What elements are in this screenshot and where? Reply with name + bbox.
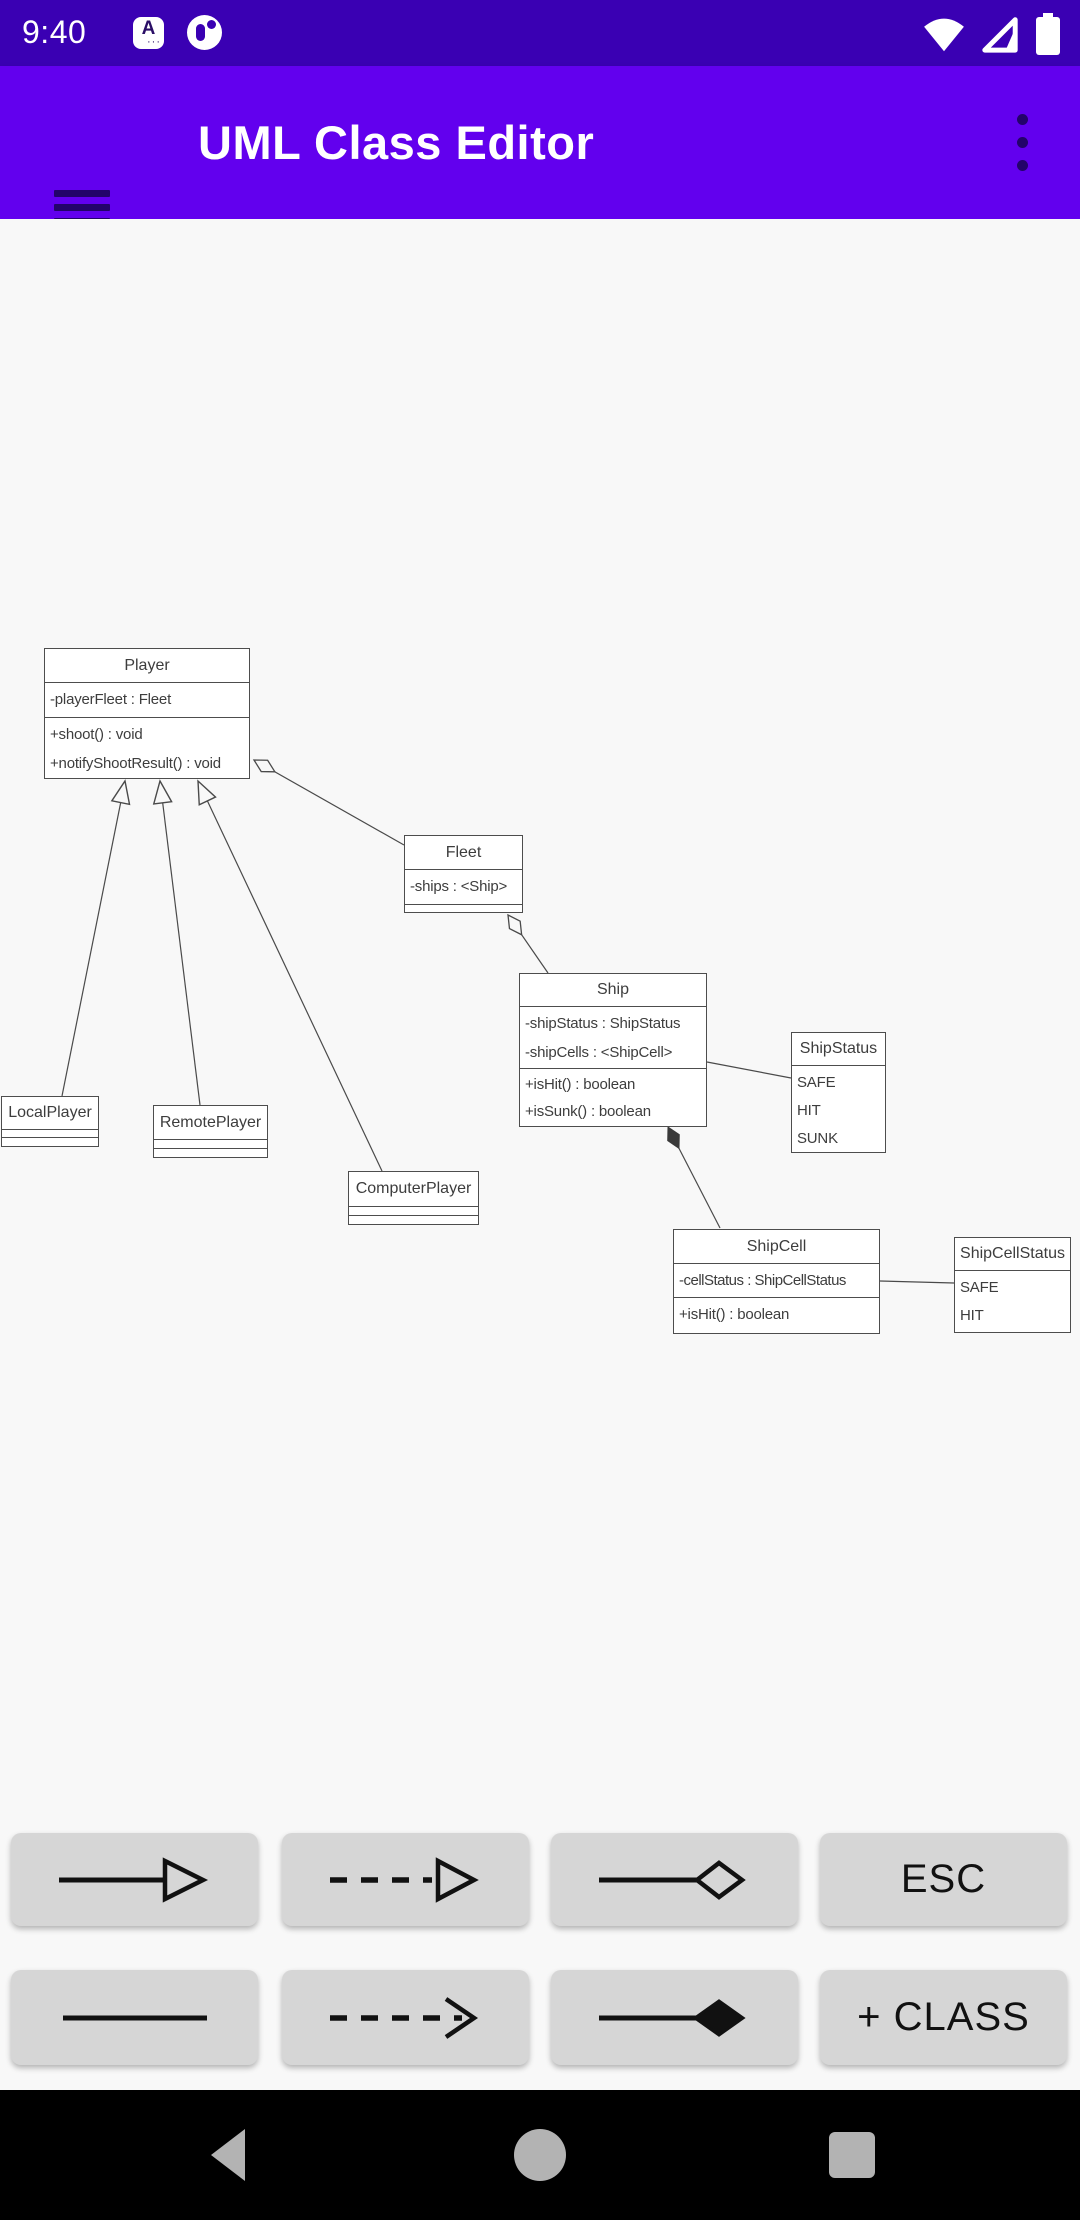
aggregation-diamond-icon xyxy=(598,1859,746,1900)
class-method: +isHit() : boolean xyxy=(679,1306,790,1323)
class-title: ShipCell xyxy=(746,1237,807,1255)
edge-localplayer-player xyxy=(61,779,131,1097)
class-title: Ship xyxy=(596,981,630,998)
class-method: +shoot() : void xyxy=(50,726,143,743)
class-box-ship[interactable]: Ship -shipStatus : ShipStatus -shipCells… xyxy=(519,973,707,1127)
class-box-shipcellstatus[interactable]: ShipCellStatus SAFE HIT xyxy=(954,1237,1071,1333)
android-nav-bar xyxy=(0,2090,1080,2220)
system-status-icons xyxy=(922,12,1062,56)
class-title: Fleet xyxy=(445,843,482,861)
class-box-shipstatus[interactable]: ShipStatus SAFE HIT SUNK xyxy=(791,1032,886,1153)
wifi-icon xyxy=(924,18,964,52)
edge-computerplayer-player xyxy=(197,779,383,1172)
cell-signal-icon xyxy=(982,17,1018,53)
class-attribute: -playerFleet : Fleet xyxy=(50,691,172,708)
enum-value: HIT xyxy=(797,1102,821,1119)
home-button[interactable] xyxy=(480,2090,600,2220)
class-attribute: -ships : <Ship> xyxy=(410,878,508,895)
back-triangle-icon xyxy=(211,2129,245,2181)
notification-a-badge-icon: A ··· xyxy=(133,17,164,49)
edge-shipcell-ship-composition xyxy=(667,1126,721,1229)
edge-shipcell-shipcellstatus xyxy=(879,1280,955,1284)
class-method: +isSunk() : boolean xyxy=(525,1103,651,1120)
enum-value: SAFE xyxy=(960,1279,999,1296)
class-attribute: -shipStatus : ShipStatus xyxy=(525,1015,681,1032)
class-box-fleet[interactable]: Fleet -ships : <Ship> xyxy=(404,835,523,913)
realization-arrow-icon xyxy=(329,1856,479,1903)
button-association[interactable] xyxy=(11,1970,258,2065)
edge-ship-shipstatus xyxy=(706,1061,792,1079)
class-title: ComputerPlayer xyxy=(355,1180,472,1197)
class-attribute: -shipCells : <ShipCell> xyxy=(525,1044,673,1061)
diagram-canvas[interactable]: Player -playerFleet : Fleet +shoot() : v… xyxy=(0,219,1080,2090)
enum-value: SUNK xyxy=(797,1130,838,1147)
class-box-computerplayer[interactable]: ComputerPlayer xyxy=(348,1171,479,1225)
clock: 9:40 xyxy=(22,14,87,50)
association-line-icon xyxy=(62,2015,207,2020)
class-box-shipcell[interactable]: ShipCell -cellStatus : ShipCellStatus +i… xyxy=(673,1229,880,1334)
page-title: UML Class Editor xyxy=(198,116,595,169)
status-bar: 9:40 A ··· xyxy=(0,0,1080,66)
add-class-button-label: + CLASS xyxy=(857,1995,1030,2039)
button-dependency[interactable] xyxy=(282,1970,529,2065)
notification-app-logo-icon xyxy=(187,15,222,50)
enum-value: SAFE xyxy=(797,1074,836,1091)
class-method: +notifyShootResult() : void xyxy=(50,755,221,772)
class-box-remoteplayer[interactable]: RemotePlayer xyxy=(153,1105,268,1158)
button-generalization[interactable] xyxy=(11,1833,258,1926)
relationship-edges xyxy=(61,759,955,1284)
recents-button[interactable] xyxy=(792,2090,912,2220)
esc-button-label: ESC xyxy=(900,1857,987,1901)
enum-value: HIT xyxy=(960,1307,984,1324)
edge-ship-fleet-aggregation xyxy=(507,913,549,974)
class-box-localplayer[interactable]: LocalPlayer xyxy=(1,1096,99,1147)
class-title: ShipCellStatus xyxy=(960,1245,1065,1262)
button-composition[interactable] xyxy=(551,1970,798,2065)
app-bar: UML Class Editor xyxy=(0,66,1080,225)
battery-icon xyxy=(1036,13,1060,55)
button-realization[interactable] xyxy=(282,1833,529,1926)
edge-fleet-player-aggregation xyxy=(252,759,405,846)
dependency-arrow-icon xyxy=(329,1996,478,2039)
button-esc[interactable]: ESC xyxy=(820,1833,1067,1926)
composition-diamond-icon xyxy=(598,1998,746,2037)
class-method: +isHit() : boolean xyxy=(525,1076,636,1093)
class-attribute: -cellStatus : ShipCellStatus xyxy=(679,1272,846,1289)
overflow-menu-icon[interactable] xyxy=(1017,66,1028,219)
back-button[interactable] xyxy=(168,2090,288,2220)
recents-square-icon xyxy=(829,2132,875,2178)
generalization-arrow-icon xyxy=(58,1856,208,1903)
home-circle-icon xyxy=(514,2129,566,2181)
class-title: Player xyxy=(124,656,170,674)
edge-remoteplayer-player xyxy=(152,779,201,1106)
class-title: LocalPlayer xyxy=(8,1104,92,1121)
class-title: RemotePlayer xyxy=(159,1113,262,1131)
button-aggregation[interactable] xyxy=(551,1833,798,1926)
class-title: ShipStatus xyxy=(799,1040,878,1057)
class-box-player[interactable]: Player -playerFleet : Fleet +shoot() : v… xyxy=(44,648,250,779)
button-add-class[interactable]: + CLASS xyxy=(820,1970,1067,2065)
